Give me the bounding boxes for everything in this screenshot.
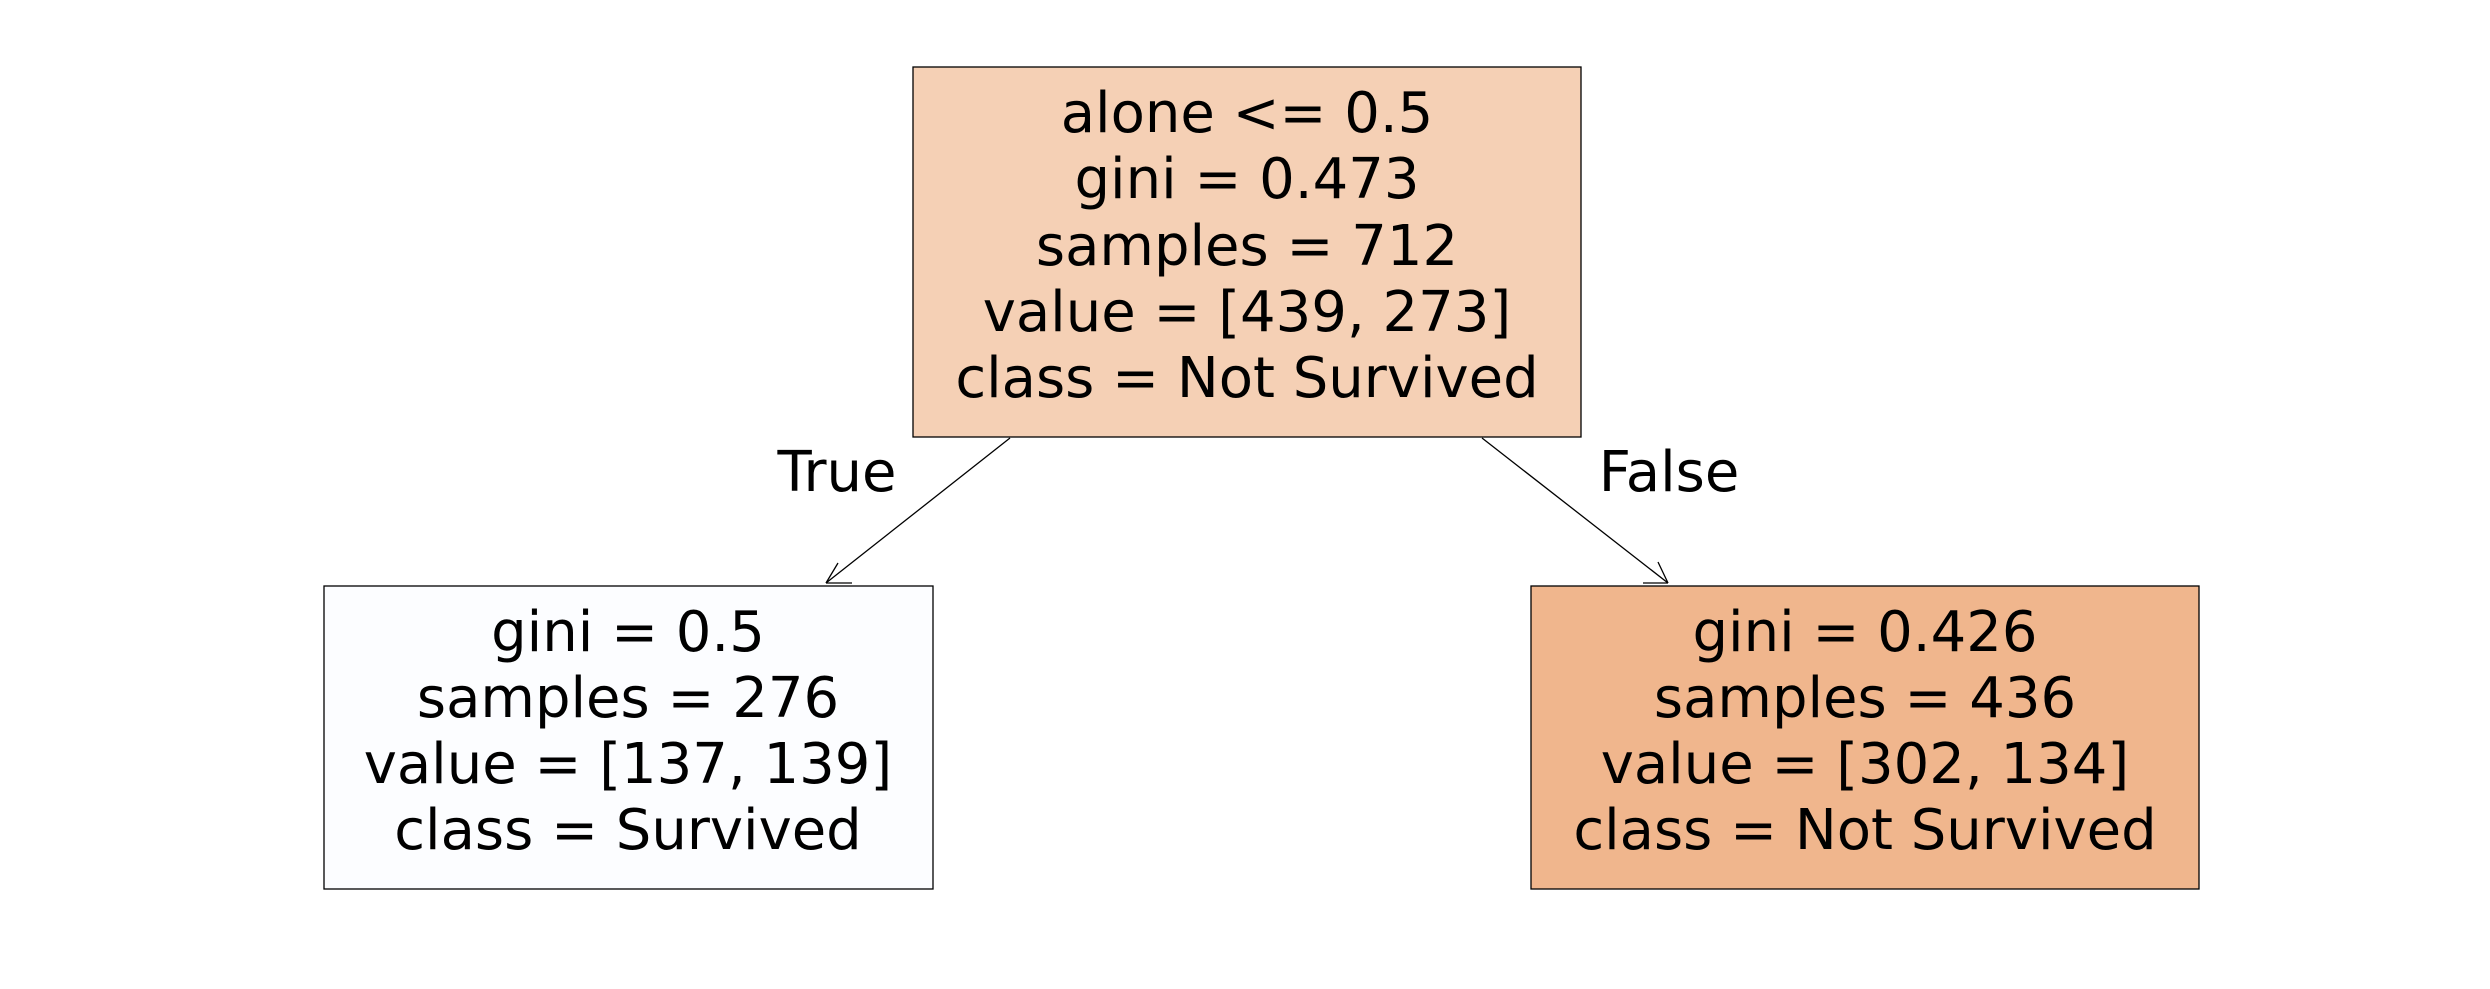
right-leaf-node: gini = 0.426 samples = 436 value = [302,… [1530,585,2200,890]
left-leaf-samples: samples = 276 [417,666,839,731]
left-leaf-gini: gini = 0.5 [491,600,765,665]
left-leaf-node: gini = 0.5 samples = 276 value = [137, 1… [323,585,934,890]
root-node-gini: gini = 0.473 [1075,147,1420,212]
edge-true-label: True [777,440,897,505]
left-leaf-box [323,585,934,890]
right-leaf-class: class = Not Survived [1573,798,2156,863]
right-leaf-value: value = [302, 134] [1601,732,2130,797]
edge-false: False [1481,437,1740,584]
left-leaf-class: class = Survived [394,798,861,863]
root-node-class: class = Not Survived [955,346,1538,411]
right-leaf-box [1530,585,2200,890]
root-node-value: value = [439, 273] [983,280,1512,345]
root-node-box [912,66,1582,438]
left-leaf-value: value = [137, 139] [364,732,893,797]
right-leaf-gini: gini = 0.426 [1693,600,2038,665]
edge-false-line [1481,437,1669,584]
edge-false-arrowhead [1643,561,1669,584]
root-node: alone <= 0.5 gini = 0.473 samples = 712 … [912,66,1582,438]
edge-true-line [825,437,1011,584]
right-leaf-samples: samples = 436 [1654,666,2076,731]
root-node-samples: samples = 712 [1036,214,1458,279]
root-node-split: alone <= 0.5 [1061,81,1434,146]
edge-true: True [777,437,1011,584]
edge-true-arrowhead [825,562,852,584]
edge-false-label: False [1599,440,1740,505]
